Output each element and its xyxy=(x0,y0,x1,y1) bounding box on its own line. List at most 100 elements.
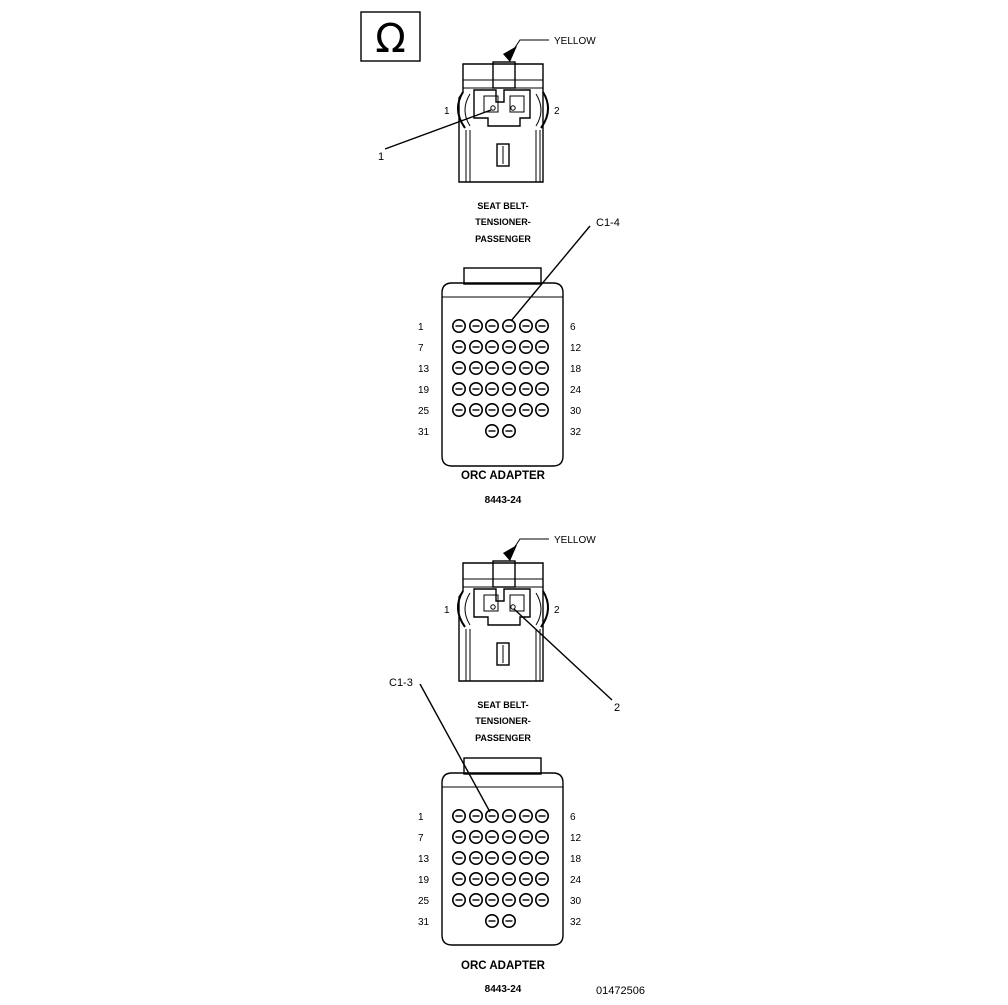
pin-cavity xyxy=(484,850,499,865)
pin-cavity xyxy=(468,402,483,417)
tensioner-connector-top: YELLOW 1 2 1 SEAT BELT- TENSIONER- PASSE… xyxy=(378,36,596,244)
pin-cavity xyxy=(501,402,516,417)
connector-housing xyxy=(458,562,544,682)
adapter-callout-leader xyxy=(510,225,591,322)
pin-cavity xyxy=(534,339,549,354)
row-label-left: 13 xyxy=(418,364,430,375)
row-label-left: 19 xyxy=(418,875,430,886)
row-labels-right: 6 12 18 24 30 32 xyxy=(570,322,582,438)
pin-cavity xyxy=(534,360,549,375)
pin-cavity xyxy=(484,829,499,844)
row-label-right: 30 xyxy=(570,406,582,417)
key-slot xyxy=(496,143,510,167)
pin-cavity xyxy=(484,402,499,417)
pin-1-terminal xyxy=(490,604,496,610)
row-label-right: 6 xyxy=(570,812,576,823)
row-label-left: 31 xyxy=(418,427,430,438)
pin-cavity xyxy=(468,850,483,865)
pin-cavity xyxy=(468,339,483,354)
row-label-left: 1 xyxy=(418,812,424,823)
row-label-left: 31 xyxy=(418,917,430,928)
row-label-left: 7 xyxy=(418,833,424,844)
pin-cavity xyxy=(484,871,499,886)
tensioner-title-line-1: SEAT BELT- xyxy=(477,700,528,710)
row-label-right: 30 xyxy=(570,896,582,907)
row-label-left: 19 xyxy=(418,385,430,396)
row-label-right: 18 xyxy=(570,364,582,375)
adapter-title: ORC ADAPTER xyxy=(461,960,546,972)
tensioner-title-line-2: TENSIONER- xyxy=(475,217,531,227)
tensioner-connector-bottom: YELLOW 1 2 2 SEAT BELT- TENSIONER- PASSE… xyxy=(444,535,620,743)
pin-cavity xyxy=(501,913,516,928)
pin-cavity xyxy=(518,360,533,375)
row-label-right: 18 xyxy=(570,854,582,865)
key-slot xyxy=(496,642,510,666)
pin-cavity xyxy=(518,850,533,865)
adapter-part-number: 8443-24 xyxy=(485,984,522,995)
svg-text:Ω: Ω xyxy=(375,16,406,62)
adapter-callout-label: C1-4 xyxy=(596,217,620,229)
pin-2-label: 2 xyxy=(554,605,560,616)
pointer-leader xyxy=(384,109,492,150)
row-label-left: 13 xyxy=(418,854,430,865)
row-label-right: 12 xyxy=(570,343,582,354)
pin-cavity xyxy=(534,892,549,907)
pin-cavity xyxy=(501,892,516,907)
pin-cavity xyxy=(451,808,466,823)
pin-cavity xyxy=(451,871,466,886)
pin-cavity xyxy=(501,318,516,333)
pin-cavity xyxy=(518,892,533,907)
tensioner-title-line-1: SEAT BELT- xyxy=(477,201,528,211)
pin-cavity xyxy=(534,808,549,823)
figure-number: 01472506 xyxy=(596,985,645,997)
pin-1-label: 1 xyxy=(444,605,450,616)
row-labels-left: 1 7 13 19 25 31 xyxy=(418,322,430,438)
yellow-callout-arrowhead xyxy=(503,545,517,561)
pin-cavity xyxy=(534,318,549,333)
pin-2-terminal xyxy=(510,105,516,111)
adapter-pin-grid xyxy=(451,808,549,928)
yellow-callout-label: YELLOW xyxy=(554,36,596,47)
adapter-callout-label: C1-3 xyxy=(389,677,413,689)
pin-cavity xyxy=(501,381,516,396)
adapter-latch xyxy=(463,757,542,775)
pin-cavity xyxy=(518,808,533,823)
pin-cavity xyxy=(501,423,516,438)
row-label-right: 24 xyxy=(570,875,582,886)
pin-cavity xyxy=(468,892,483,907)
row-label-right: 12 xyxy=(570,833,582,844)
pin-1-label: 1 xyxy=(444,106,450,117)
row-label-left: 25 xyxy=(418,406,430,417)
omega-icon: Ω xyxy=(360,11,421,62)
orc-adapter-bottom: C1-3 1 7 13 19 25 31 6 12 18 24 30 32 OR… xyxy=(389,677,582,995)
pin-cavity xyxy=(534,829,549,844)
pin-cavity xyxy=(501,808,516,823)
pin-cavity xyxy=(484,913,499,928)
adapter-part-number: 8443-24 xyxy=(485,495,522,506)
adapter-pin-grid xyxy=(451,318,549,438)
row-label-right: 24 xyxy=(570,385,582,396)
pin-cavity xyxy=(451,829,466,844)
row-labels-left: 1 7 13 19 25 31 xyxy=(418,812,430,928)
pin-cavity xyxy=(484,381,499,396)
pin-cavity xyxy=(451,360,466,375)
adapter-callout-leader xyxy=(419,683,491,813)
pin-cavity xyxy=(518,871,533,886)
locking-tab xyxy=(492,560,516,588)
terminal-cavity-block xyxy=(473,89,531,127)
pin-cavity xyxy=(484,892,499,907)
pin-cavity xyxy=(534,402,549,417)
tensioner-title-line-3: PASSENGER xyxy=(475,234,531,244)
pin-cavity xyxy=(484,360,499,375)
connector-housing xyxy=(458,63,544,183)
terminal-cavity-block xyxy=(473,588,531,626)
yellow-callout-arrowhead xyxy=(503,46,517,62)
locking-tab xyxy=(492,61,516,89)
pin-cavity xyxy=(518,402,533,417)
row-label-right: 32 xyxy=(570,427,582,438)
pin-cavity xyxy=(468,829,483,844)
pin-cavity xyxy=(468,871,483,886)
pin-cavity xyxy=(501,871,516,886)
pin-cavity xyxy=(501,339,516,354)
row-label-left: 7 xyxy=(418,343,424,354)
